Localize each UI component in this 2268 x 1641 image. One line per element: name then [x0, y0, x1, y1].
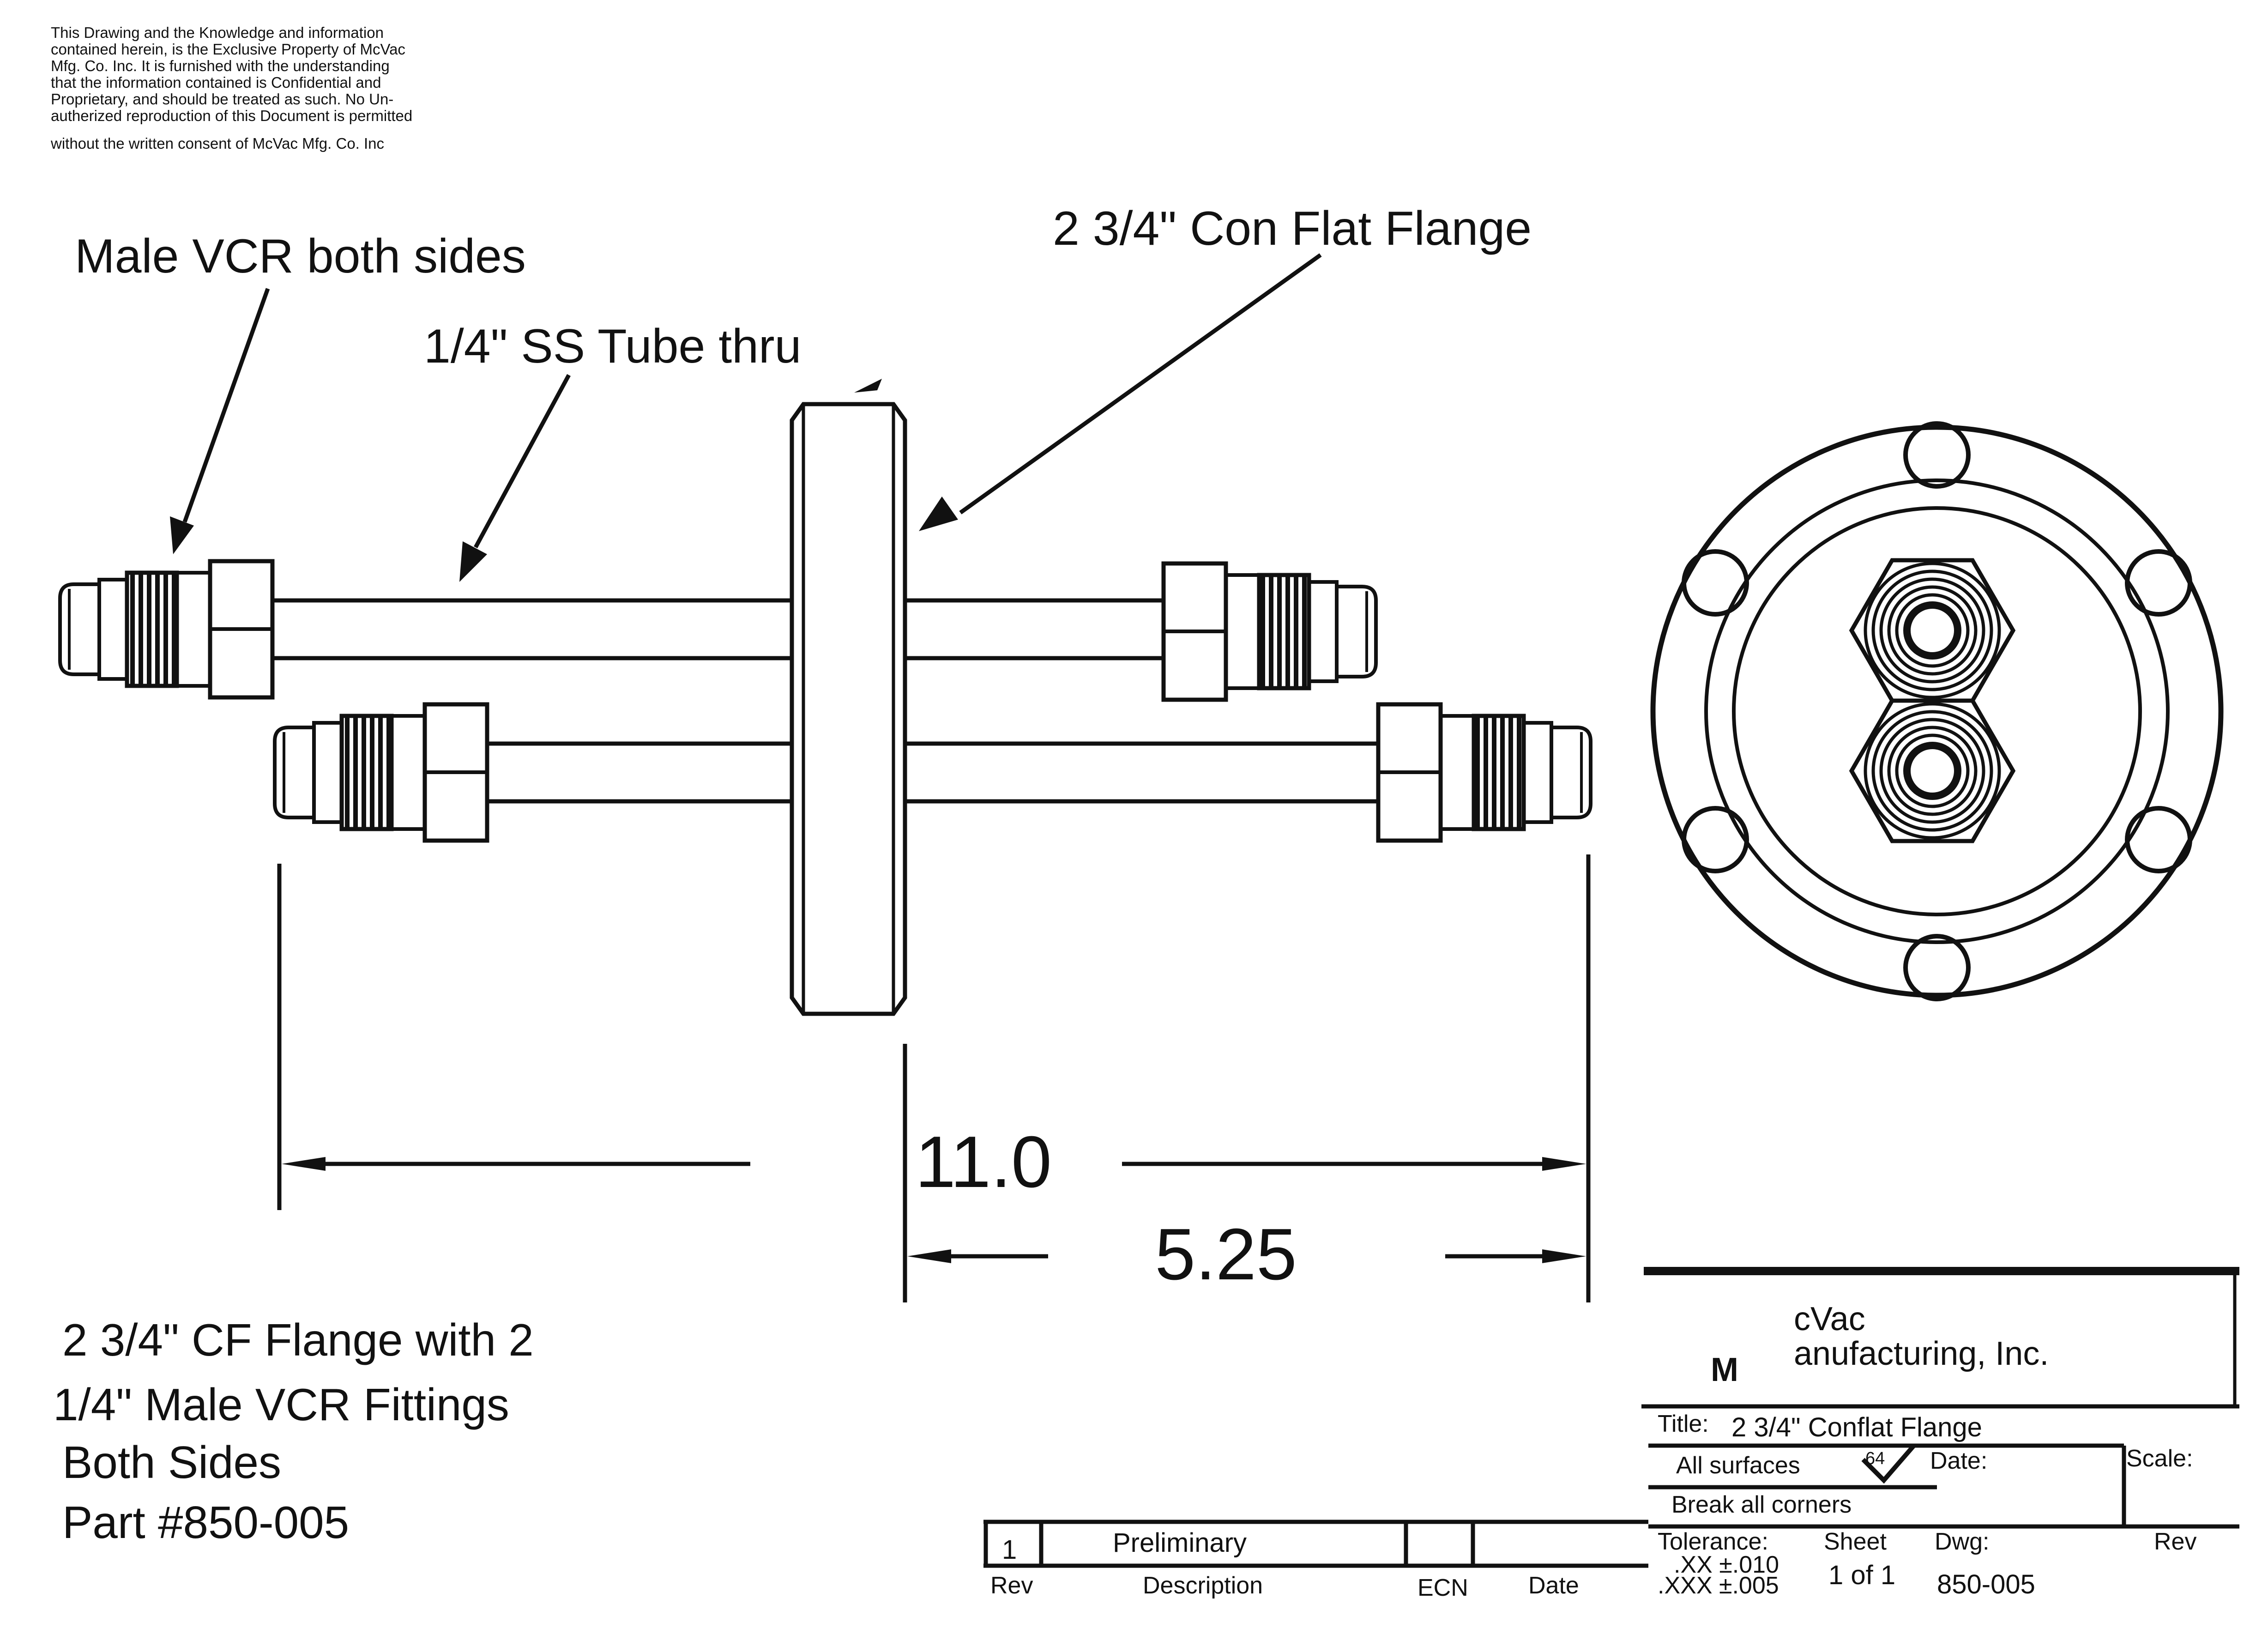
part-description-line: 2 3/4" CF Flange with 2	[62, 1314, 534, 1365]
tolerance-label: Tolerance:	[1658, 1528, 1768, 1555]
vcr-fitting-lower-right	[1376, 702, 1592, 843]
dwg-label: Dwg:	[1935, 1528, 1989, 1555]
notice-line: This Drawing and the Knowledge and infor…	[51, 24, 384, 41]
scale-label: Scale:	[2126, 1445, 2193, 1472]
callout-flange: 2 3/4" Con Flat Flange	[1053, 202, 1532, 255]
tube-lower	[487, 741, 1378, 804]
title-label: Title:	[1658, 1411, 1709, 1437]
leader-tube	[459, 374, 571, 582]
notice-line: Mfg. Co. Inc. It is furnished with the u…	[51, 57, 390, 74]
callout-tube: 1/4" SS Tube thru	[424, 320, 801, 373]
title-block: M cVac anufacturing, Inc. Title: 2 3/4" …	[1641, 1267, 2239, 1599]
dimension-half: 5.25	[903, 1044, 1586, 1302]
dimension-half-value: 5.25	[1155, 1214, 1297, 1295]
proprietary-notice: This Drawing and the Knowledge and infor…	[50, 24, 412, 152]
dimension-overall-value: 11.0	[915, 1121, 1052, 1203]
revision-block: 1 Preliminary Rev Description ECN Date	[983, 1520, 1648, 1601]
part-description-line: Part #850-005	[62, 1497, 349, 1548]
leader-flange	[919, 253, 1322, 531]
logo-letter: M	[1711, 1351, 1738, 1388]
callout-male-vcr: Male VCR both sides	[75, 230, 526, 283]
part-description-line: 1/4" Male VCR Fittings	[53, 1379, 509, 1430]
revision-header-description: Description	[1143, 1572, 1263, 1599]
tolerance-xx: .XX ±.010	[1674, 1551, 1779, 1578]
all-surfaces-label: All surfaces	[1676, 1452, 1800, 1479]
vcr-fitting-upper-right	[1161, 561, 1378, 702]
flange-side-view	[790, 379, 907, 1016]
checkmark-icon	[1861, 1444, 1916, 1484]
rev-label: Rev	[2154, 1528, 2196, 1555]
notice-line: Proprietary, and should be treated as su…	[51, 91, 393, 108]
leader-male-vcr	[170, 288, 270, 554]
company-logo: M cVac anufacturing, Inc.	[1711, 1301, 2049, 1388]
tube-upper	[272, 598, 1164, 660]
revision-header-date: Date	[1528, 1572, 1579, 1599]
part-description-line: Both Sides	[62, 1437, 281, 1488]
sheet-label: Sheet	[1824, 1528, 1887, 1555]
vcr-fitting-lower-left	[273, 702, 489, 843]
dimension-overall: 11.0	[277, 854, 1591, 1302]
vcr-hex-upper	[1849, 558, 2016, 703]
tolerance-xxx: .XXX ±.005	[1658, 1572, 1779, 1599]
bolt-holes	[1682, 421, 2192, 1001]
revision-header-ecn: ECN	[1418, 1574, 1468, 1601]
notice-line: autherized reproduction of this Document…	[51, 107, 412, 124]
notice-line: contained herein, is the Exclusive Prope…	[51, 41, 405, 58]
notice-line: without the written consent of McVac Mfg…	[50, 135, 384, 152]
date-label: Date:	[1930, 1447, 1987, 1474]
company-name-line-2: anufacturing, Inc.	[1794, 1335, 2049, 1372]
flange-end-view	[1650, 421, 2224, 1001]
sheet-value: 1 of 1	[1828, 1560, 1895, 1590]
revision-header-rev: Rev	[990, 1572, 1033, 1599]
vcr-hex-lower	[1849, 698, 2016, 843]
title-value: 2 3/4" Conflat Flange	[1731, 1412, 1982, 1442]
company-name-line-1: cVac	[1794, 1301, 1865, 1338]
vcr-fitting-upper-left	[58, 559, 275, 700]
part-description: 2 3/4" CF Flange with 2 1/4" Male VCR Fi…	[53, 1314, 534, 1548]
dwg-value: 850-005	[1937, 1569, 2035, 1599]
revision-number: 1	[1002, 1535, 1017, 1565]
notice-line: that the information contained is Confid…	[51, 74, 381, 91]
revision-description: Preliminary	[1113, 1528, 1247, 1558]
break-corners-note: Break all corners	[1671, 1491, 1852, 1518]
